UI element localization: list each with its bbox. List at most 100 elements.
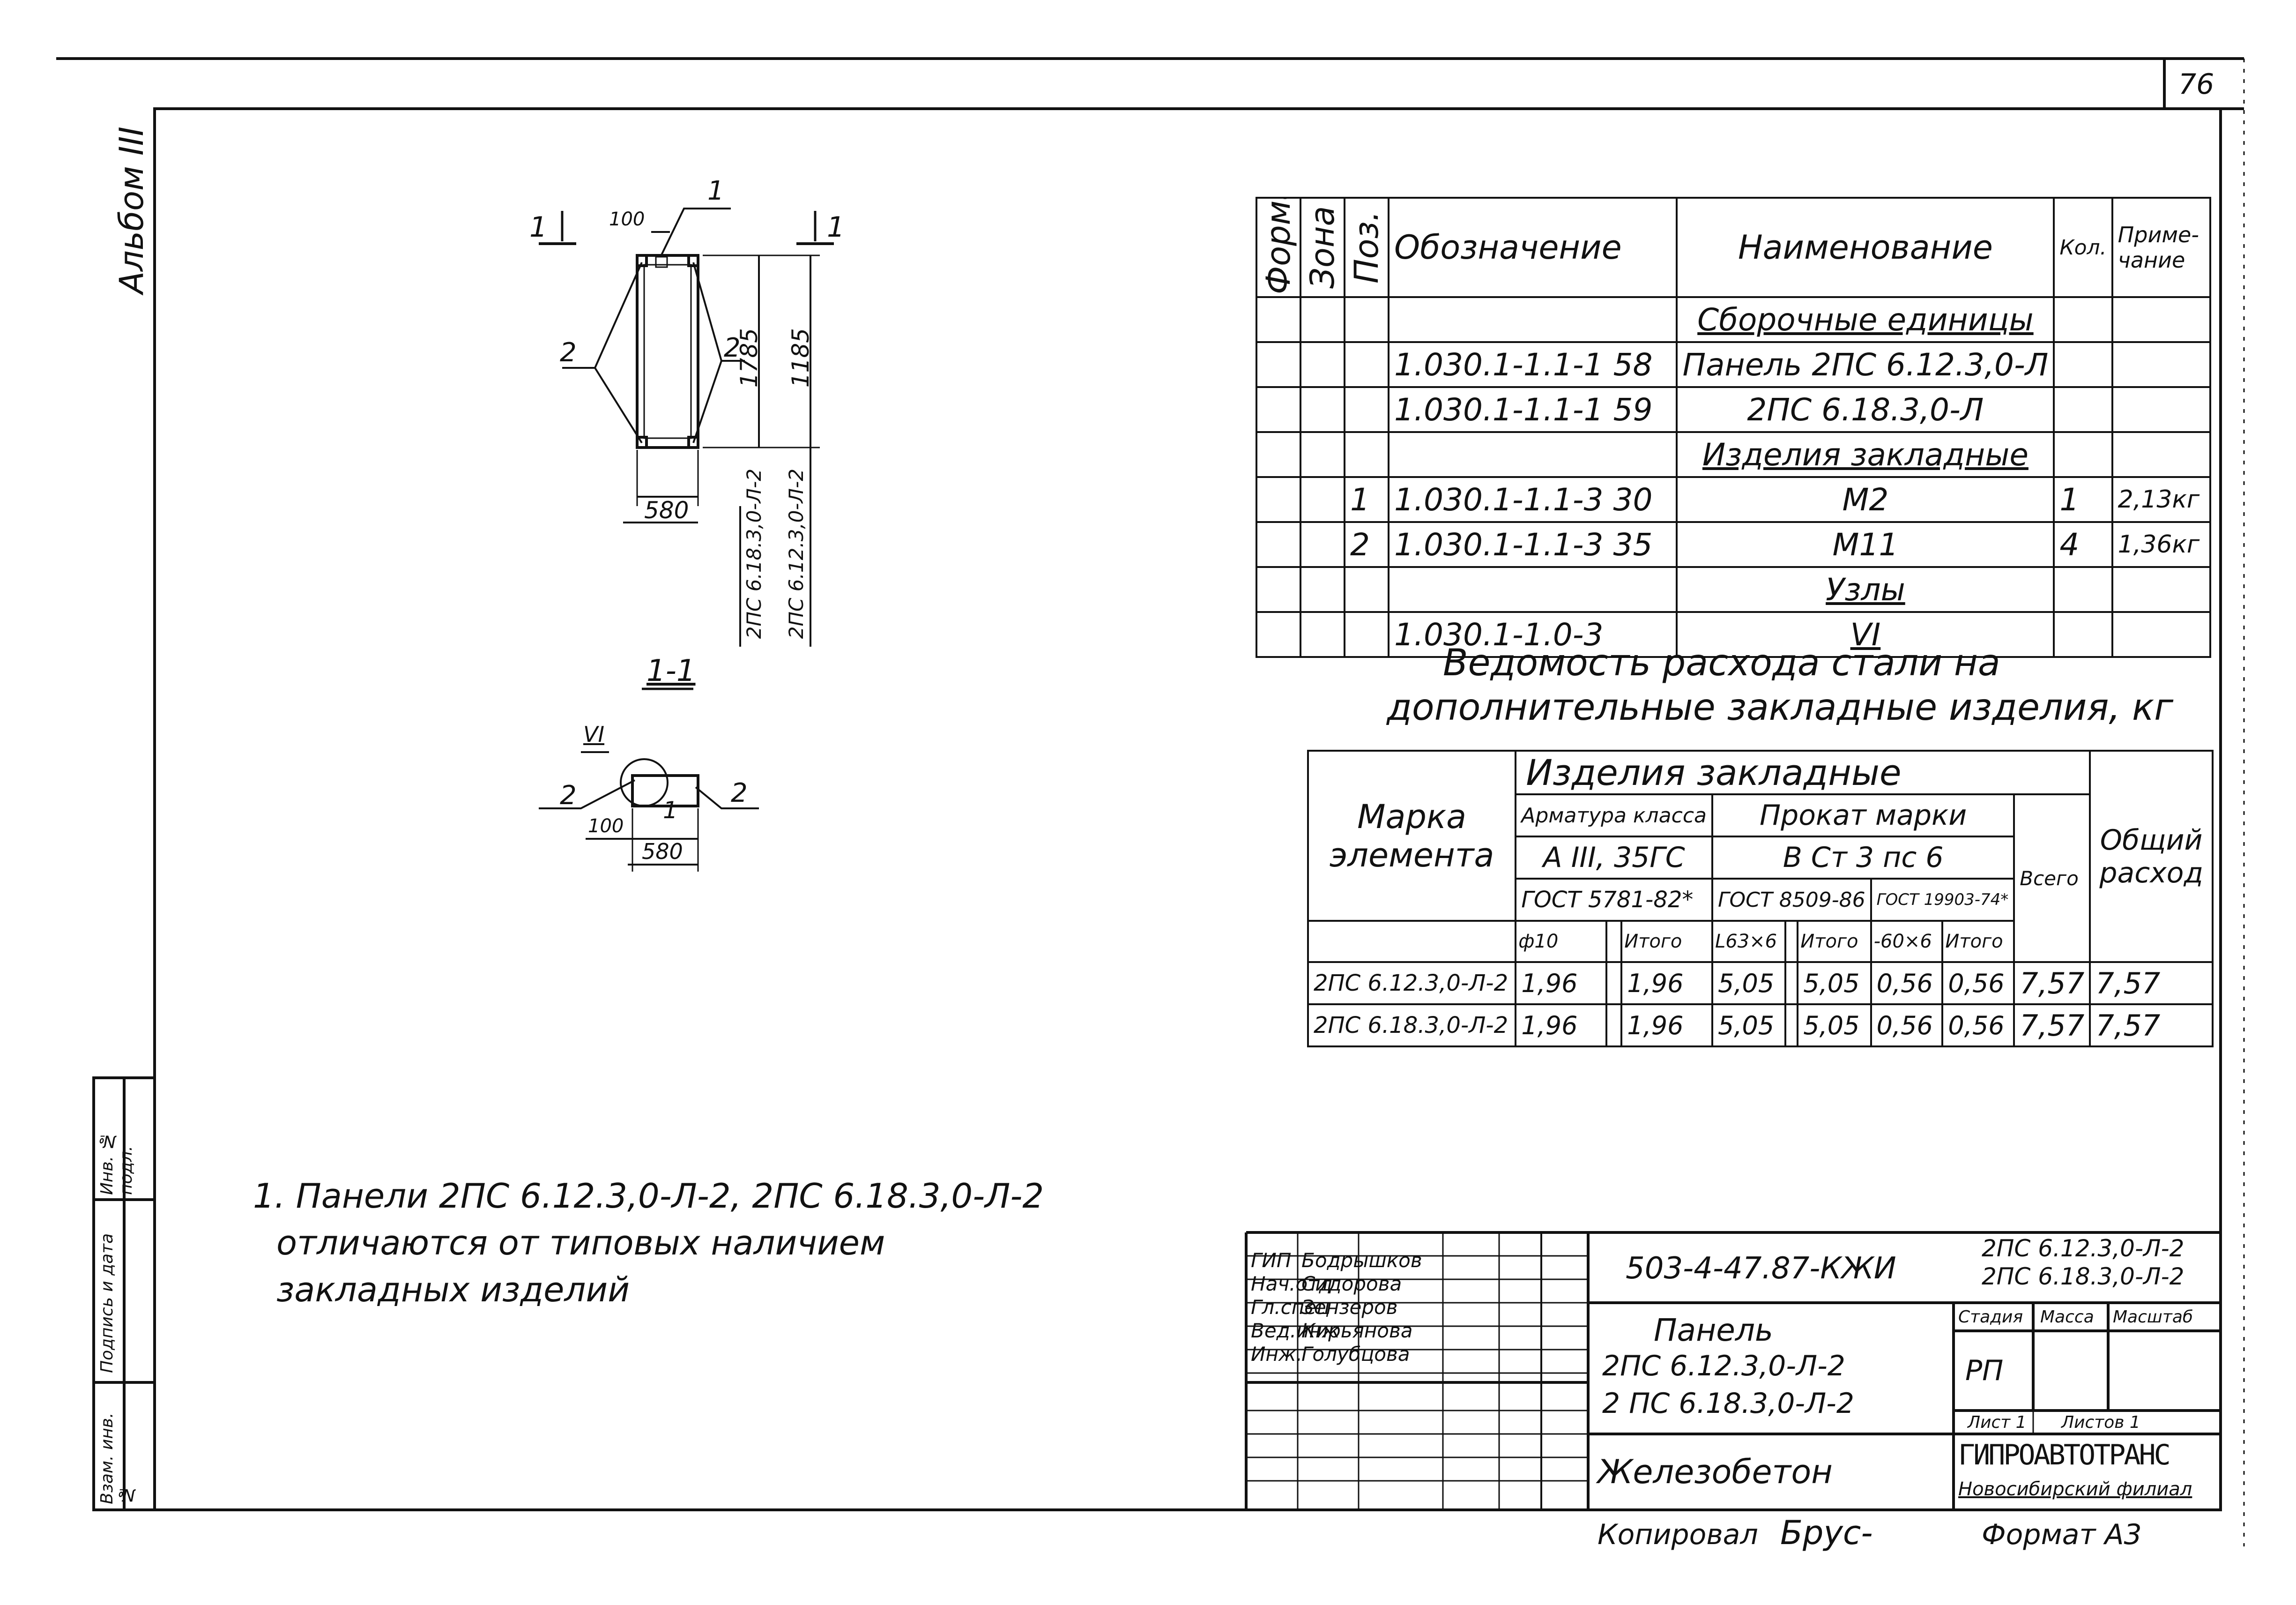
spec-qty-cell [2053,386,2113,433]
spec-designation-cell: 1.030.1-1.0-3 [1387,611,1678,658]
steel-value-cell: 0,56 [1870,961,1944,1005]
tb-scale-header: Масштаб [2113,1307,2193,1327]
spec-name-cell: Изделия закладные [1676,431,2055,478]
spec-name-cell: Сборочные единицы [1676,296,2055,343]
spec-zone-cell [1300,476,1345,523]
spec-format-cell [1256,386,1301,433]
spec-qty-cell [2053,566,2113,613]
spec-name-cell: Узлы [1676,566,2055,613]
spec-zone-cell [1300,341,1345,388]
format-label: Формат А3 [1982,1518,2142,1551]
spec-note-cell [2111,611,2212,658]
sec-dim-580: 580 [642,839,683,864]
spec-note-cell [2111,341,2212,388]
steel-value-cell: 5,05 [1797,1003,1872,1047]
spec-format-cell [1256,341,1301,388]
spec-format-cell [1256,521,1301,568]
col-name: Наименование [1676,197,2055,298]
spec-qty-cell [2053,296,2113,343]
steel-sub-spacer [1307,920,1517,963]
steel-value-cell: 7,57 [2013,961,2091,1005]
spec-pos-cell: 1 [1344,476,1389,523]
spec-row: Сборочные единицы [1256,296,2212,343]
steel-value-cell: 1,96 [1620,1003,1713,1047]
dim-580: 580 [644,497,689,524]
spec-row: Изделия закладные [1256,431,2212,478]
steel-sub-cell: -60×6 [1870,920,1944,963]
sheet-number: 76 [2178,68,2214,101]
steel-gost-2: ГОСТ 8509-86 [1711,878,1872,922]
steel-value-cell: 1,96 [1620,961,1713,1005]
section-title: 1-1 [646,654,696,688]
tb-mass-header: Масса [2040,1307,2094,1327]
note-line-3: закладных изделий [276,1270,630,1309]
steel-sub-cell: L63×6 [1711,920,1787,963]
spec-qty-cell: 4 [2053,521,2113,568]
steel-value-cell: 7,57 [2089,1003,2214,1047]
spec-designation-cell: 1.030.1-1.1-3 35 [1387,521,1678,568]
staff-name: Сидорова [1301,1272,1402,1295]
spec-note-cell: 1,36кг [2111,521,2212,568]
spec-qty-cell [2053,341,2113,388]
steel-value-cell [1784,961,1799,1005]
steel-value-cell: 1,96 [1515,1003,1607,1047]
spec-name-cell: М2 [1676,476,2055,523]
steel-value-cell: 0,56 [1870,1003,1944,1047]
spec-pos-cell [1344,566,1389,613]
steel-gost-1: ГОСТ 5781-82* [1515,878,1713,922]
steel-title-1: Ведомость расхода стали на [1443,642,2000,684]
spec-name-cell: 2ПС 6.18.3,0-Л [1676,386,2055,433]
spec-note-cell [2111,431,2212,478]
spec-pos-cell [1344,386,1389,433]
staff-name: Бодрышков [1301,1249,1422,1272]
staff-name: Кирьянова [1301,1319,1413,1342]
steel-value-cell: 5,05 [1711,1003,1787,1047]
spec-designation-cell [1387,431,1678,478]
col-designation: Обозначение [1387,197,1678,298]
spec-format-cell [1256,611,1301,658]
tb-stage-header: Стадия [1958,1307,2023,1327]
tb-branch: Новосибирский филиал [1958,1478,2192,1500]
spec-designation-cell [1387,566,1678,613]
spec-qty-cell [2053,431,2113,478]
mark-1: 1 [707,176,724,206]
spec-zone-cell [1300,296,1345,343]
staff-role: ГИП [1251,1249,1292,1272]
steel-overall-header: Общий расход [2089,750,2214,963]
section-mark-right: 1 [827,211,845,244]
spec-format-cell [1256,566,1301,613]
col-note: Приме-чание [2111,197,2212,298]
steel-value-cell [1784,1003,1799,1047]
staff-role: Вед.инж [1251,1319,1340,1342]
steel-total-header: Всего [2013,793,2091,963]
spec-zone-cell [1300,386,1345,433]
steel-table: Марка элемента Изделия закладные Общий р… [1307,750,2214,1047]
steel-mark-cell: 2ПС 6.12.3,0-Л-2 [1307,961,1517,1005]
sec-dim-100: 100 [588,815,624,837]
steel-group-header: Изделия закладные [1515,750,2091,795]
tb-product-1: Панель [1654,1312,1773,1348]
steel-value-cell: 7,57 [2013,1003,2091,1047]
spec-format-cell [1256,431,1301,478]
steel-value-cell: 7,57 [2089,961,2214,1005]
spec-name-cell: Панель 2ПС 6.12.3,0-Л [1676,341,2055,388]
node-mark: VI [583,722,605,747]
tb-code: 503-4-47.87-КЖИ [1626,1251,1896,1286]
steel-rebar-class: А III, 35ГС [1515,836,1713,880]
staff-name: Зензеров [1301,1296,1398,1319]
spec-designation-cell: 1.030.1-1.1-1 59 [1387,386,1678,433]
mark-2-left: 2 [560,337,577,368]
sec-mark-2-left: 2 [560,780,577,811]
spec-format-cell [1256,296,1301,343]
spec-name-cell: М11 [1676,521,2055,568]
note-line-1: 1. Панели 2ПС 6.12.3,0-Л-2, 2ПС 6.18.3,0… [253,1176,1044,1216]
spec-pos-cell [1344,611,1389,658]
dim-100: 100 [609,209,645,230]
